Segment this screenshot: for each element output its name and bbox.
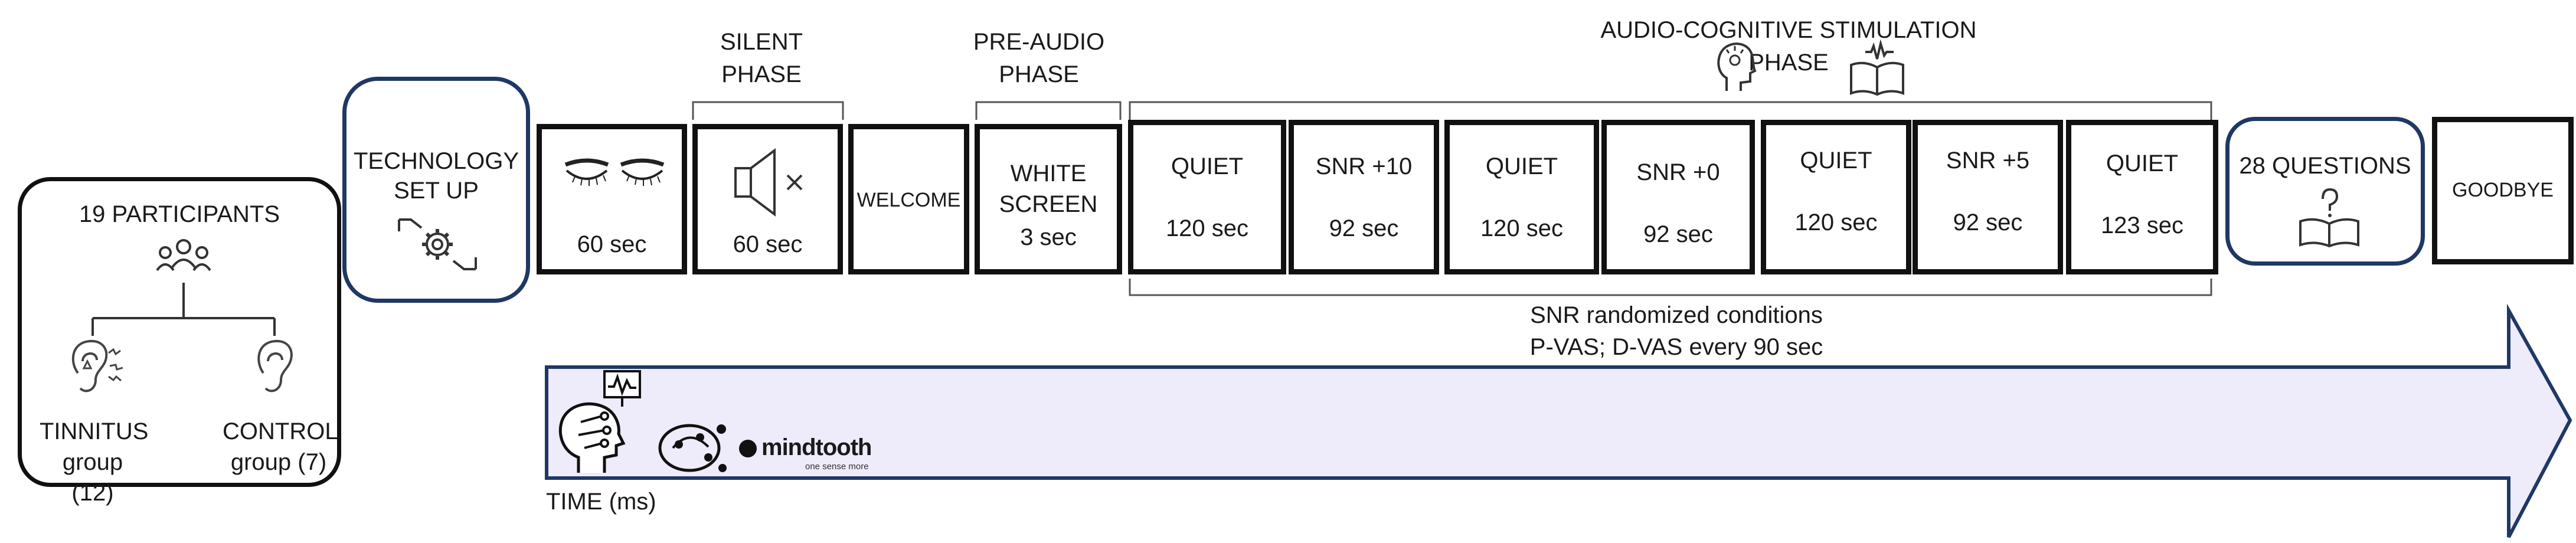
silence-box: 60 sec (692, 124, 843, 274)
gear-hands-icon (398, 218, 477, 270)
silent-phase-title-line1: SILENT (720, 29, 803, 55)
stim-block-duration: 120 sec (1794, 210, 1878, 235)
closed-eyes-icon (564, 158, 665, 186)
eyes-closed-box: 60 sec (537, 124, 687, 274)
silent-phase-title-line2: PHASE (721, 61, 802, 87)
tinnitus-label: TINNITUS (40, 418, 149, 444)
stim-block-label: QUIET (2106, 151, 2179, 176)
vas-note: P-VAS; D-VAS every 90 sec (1529, 334, 1823, 360)
stimulation-phase-title-line1: AUDIO-COGNITIVE STIMULATION (1600, 17, 1977, 43)
stim-block-7: QUIET 123 sec (2066, 120, 2218, 274)
technology-setup-line2: SET UP (394, 178, 479, 204)
stim-block-duration: 92 sec (1953, 210, 2023, 235)
mindtooth-wordmark: mindtooth (761, 434, 872, 460)
stim-block-label: QUIET (1800, 148, 1872, 174)
white-screen-line1: WHITE (1010, 161, 1087, 187)
stim-block-3: QUIET 120 sec (1444, 120, 1599, 274)
stim-block-4: SNR +0 92 sec (1601, 120, 1755, 274)
silence-duration: 60 sec (733, 231, 803, 257)
stim-block-2: SNR +10 92 sec (1289, 120, 1439, 274)
stim-block-1: QUIET 120 sec (1128, 120, 1286, 274)
stimulation-phase-title-line2: PHASE (1748, 50, 1829, 76)
welcome-box: WELCOME (848, 124, 969, 274)
stim-block-duration: 92 sec (1643, 221, 1713, 247)
stim-block-label: SNR +5 (1946, 148, 2030, 174)
questions-box: 28 QUESTIONS (2225, 117, 2425, 266)
pre-audio-phase-title-line1: PRE-AUDIO (973, 29, 1105, 55)
tinnitus-ear-icon (71, 339, 123, 392)
time-axis-label: TIME (ms) (546, 489, 656, 515)
stim-block-label: SNR +10 (1315, 153, 1413, 179)
stim-block-5: QUIET 120 sec (1761, 120, 1911, 274)
stimulation-phase-bracket (1129, 101, 2212, 120)
muted-speaker-icon (734, 148, 803, 217)
mindtooth-dot (739, 440, 757, 457)
silent-phase-bracket (692, 101, 844, 120)
snr-randomized-note: SNR randomized conditions (1530, 302, 1823, 328)
technology-setup-line1: TECHNOLOGY (353, 148, 519, 174)
stim-block-duration: 120 sec (1165, 215, 1249, 241)
mindtooth-tagline: one sense more (805, 462, 869, 472)
welcome-label: WELCOME (857, 189, 961, 211)
white-screen-line2: SCREEN (999, 191, 1098, 217)
tinnitus-group-count: group (12) (62, 449, 123, 506)
book-audio-icon (1850, 39, 1904, 96)
time-arrow (545, 303, 2572, 538)
pre-audio-phase-bracket (975, 101, 1122, 120)
stim-block-label: QUIET (1485, 153, 1558, 179)
eyes-closed-duration: 60 sec (577, 231, 647, 257)
white-screen-box: WHITE SCREEN 3 sec (975, 124, 1122, 274)
white-screen-duration: 3 sec (1020, 224, 1077, 250)
questions-label: 28 QUESTIONS (2239, 153, 2411, 179)
stim-block-6: SNR +5 92 sec (1913, 120, 2063, 274)
control-ear-icon (257, 339, 293, 392)
pre-audio-phase-title-line2: PHASE (999, 61, 1079, 87)
head-listening-icon (1717, 42, 1757, 91)
stim-block-duration: 120 sec (1480, 215, 1564, 241)
stim-block-label: QUIET (1171, 153, 1244, 179)
control-label: CONTROL (223, 418, 338, 444)
stim-block-duration: 123 sec (2100, 212, 2184, 238)
technology-setup-box: TECHNOLOGY SET UP (342, 77, 530, 303)
goodbye-label: GOODBYE (2452, 179, 2554, 201)
participants-title: 19 PARTICIPANTS (79, 201, 280, 227)
people-group-icon (156, 239, 211, 272)
eeg-head-icon (558, 370, 641, 473)
control-group-count: group (7) (230, 449, 327, 475)
stim-block-duration: 92 sec (1329, 215, 1399, 241)
book-question-icon (2299, 188, 2359, 248)
participants-panel: 19 PARTICIPANTS TINNITUS group (12) CONT… (18, 177, 341, 506)
stim-block-label: SNR +0 (1636, 159, 1720, 185)
mindtooth-logo-icon (658, 424, 727, 472)
snr-conditions-bracket (1129, 279, 2212, 296)
goodbye-box: GOODBYE (2432, 117, 2574, 264)
group-split-connector (91, 283, 276, 336)
